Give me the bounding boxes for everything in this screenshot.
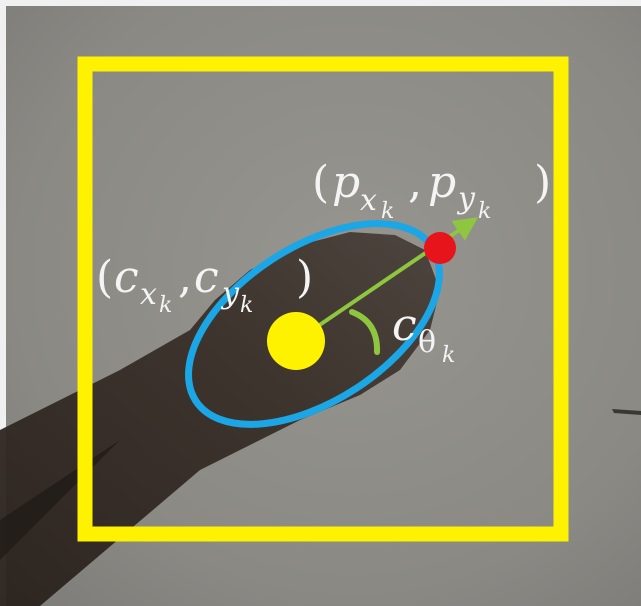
left-white-strip (0, 0, 6, 606)
center-label-y: y (220, 276, 240, 311)
point-label-k2: k (478, 199, 491, 224)
point-label-close: ) (534, 157, 551, 208)
point-label-k1: k (381, 199, 394, 224)
bounding-box (77, 56, 569, 542)
end-point-marker (424, 232, 456, 264)
center-label-k2: k (240, 293, 253, 318)
point-label: ( p x k , p y k ) (312, 157, 551, 224)
background-mark (612, 409, 641, 415)
center-label-k1: k (159, 293, 172, 318)
center-label-c2: c (194, 252, 219, 303)
point-label-y: y (456, 181, 476, 216)
center-label-x: x (140, 277, 157, 312)
point-label-p1: p (332, 157, 360, 208)
center-label-close: ) (296, 252, 313, 303)
angle-label-c: c (392, 300, 417, 351)
center-marker (267, 312, 325, 370)
center-label-open: ( (96, 252, 113, 303)
point-label-p2: p (428, 157, 456, 208)
center-label: ( c x k , c y k ) (96, 252, 313, 318)
point-label-x: x (360, 183, 377, 218)
point-label-open: ( (312, 157, 329, 208)
angle-label-k: k (442, 343, 455, 368)
angle-label-theta: θ (418, 325, 436, 360)
center-label-c1: c (114, 252, 139, 303)
angle-arc (349, 309, 381, 355)
point-label-comma: , (408, 157, 422, 208)
angle-label: c θ k (392, 300, 455, 368)
center-label-comma: , (178, 252, 192, 303)
top-white-strip (0, 0, 641, 6)
